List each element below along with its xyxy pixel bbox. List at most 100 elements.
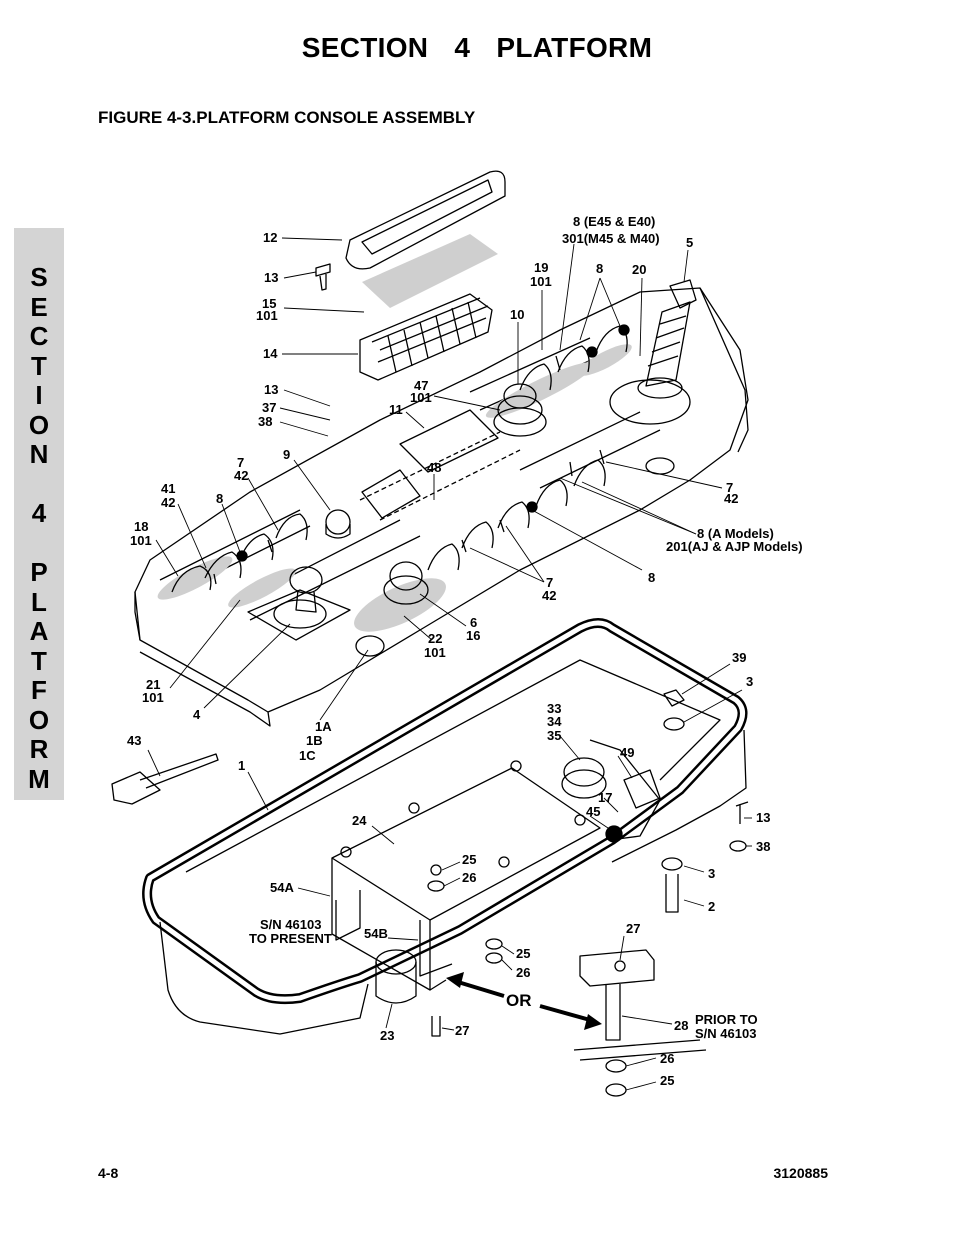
side-tab-letter: M [28,763,50,794]
callout: 49 [620,745,634,760]
section-title: SECTION 4 PLATFORM [301,32,653,63]
callout: 37 [262,400,276,415]
callout: 23 [380,1028,394,1043]
callout: 8 (E45 & E40) [573,214,655,229]
or-arrow [446,972,602,1030]
callout: TO PRESENT [249,931,332,946]
callout: 301(M45 & M40) [562,231,660,246]
callout: 39 [732,650,746,665]
callout: 28 [674,1018,688,1033]
decal-panel [362,234,498,308]
callout: 1 [238,758,245,773]
callout: 201(AJ & AJP Models) [666,539,803,554]
exploded-view-art [111,170,749,1097]
callout: 42 [234,468,248,483]
callout: 17 [598,790,612,805]
callout: 20 [632,262,646,277]
callout: 2 [708,899,715,914]
callout: 3 [708,866,715,881]
callout: 27 [455,1023,469,1038]
callout: 13 [264,270,278,285]
callout: 15 [262,296,276,311]
cover-plate-outline [345,170,506,270]
side-tab-letter: F [31,675,47,705]
screw-13 [315,263,331,291]
callout: 26 [660,1051,674,1066]
callout: 21 [146,677,160,692]
callout: 3 [746,674,753,689]
callout: 101 [130,533,152,548]
callout: 42 [161,495,175,510]
callout: 101 [410,390,432,405]
callout: 16 [466,628,480,643]
callout: 25 [462,852,476,867]
callout: 25 [516,946,530,961]
callout: 1B [306,733,323,748]
callout: 24 [352,813,367,828]
callout: 4 [193,707,201,722]
callout: 8 (A Models) [697,526,774,541]
side-tab-letter: I [35,380,43,410]
side-tab-letter: A [29,616,49,646]
callout: 33 [547,701,561,716]
callout: 9 [283,447,290,462]
side-tab-letter: E [30,291,48,322]
callout: 26 [516,965,530,980]
callout: 35 [547,728,561,743]
side-tab-letter: S [30,262,48,292]
callout: 25 [660,1073,674,1088]
callout: 38 [258,414,272,429]
callout: 11 [389,402,403,417]
side-tab-letter: L [31,586,47,617]
callout: 41 [161,481,175,496]
callout: S/N 46103 [260,917,321,932]
callout: 38 [756,839,770,854]
callout: 22 [428,631,442,646]
callout-labels: 12 13 15 101 14 13 37 38 11 47 101 8 (E4… [127,214,803,1088]
callout: 8 [596,261,603,276]
callout: 101 [256,308,278,323]
callout: 101 [424,645,446,660]
callout: 54B [364,926,388,941]
console-top-outline [134,287,749,713]
cover-plate-window [361,179,493,255]
figure-title: FIGURE 4-3.PLATFORM CONSOLE ASSEMBLY [98,108,476,127]
callout: 12 [263,230,277,245]
callout: 6 [470,615,477,630]
callout: 48 [427,460,441,475]
callout: 42 [542,588,556,603]
callout: 43 [127,733,141,748]
side-tab-letter: N [29,439,49,469]
callout: 7 [726,480,733,495]
leader-lines [147,237,752,1091]
callout: 7 [237,455,244,470]
footer-page-number: 4-8 [98,1165,119,1181]
callout: 1C [299,748,316,763]
callout: 8 [648,570,655,585]
side-tab-letter: R [29,734,49,764]
footer-document-number: 3120885 [773,1165,828,1181]
side-tab-letter: 4 [31,498,47,528]
callout: 18 [134,519,148,534]
callout: 19 [534,260,548,275]
callout: 5 [686,235,693,250]
callout: 13 [264,382,278,397]
callout: 8 [216,491,223,506]
callout: 13 [756,810,770,825]
callout: 14 [263,346,278,361]
side-tab-letter: T [31,350,47,381]
mounting-plate [331,767,601,921]
callout: PRIOR TO [695,1012,758,1027]
or-label: OR [506,991,532,1010]
callout: 101 [142,690,164,705]
side-tab-letter: C [29,321,49,351]
callout: 101 [530,274,552,289]
callout: 1A [315,719,332,734]
side-tab-letter: O [28,704,50,735]
side-tab-letter: P [30,557,48,587]
callout: 10 [510,307,524,322]
side-tab-letter: T [31,645,47,676]
callout: 54A [270,880,294,895]
